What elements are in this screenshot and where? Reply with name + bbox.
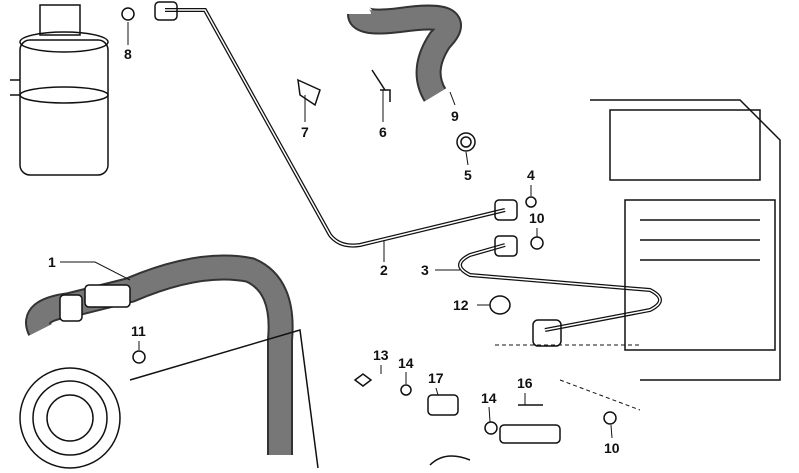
callout-4: 4 xyxy=(526,167,536,183)
callout-3: 3 xyxy=(420,262,430,278)
callout-6: 6 xyxy=(378,124,388,140)
receiver-drier xyxy=(10,4,109,176)
pipe-3 xyxy=(458,243,662,332)
callout-12: 12 xyxy=(452,297,470,313)
callout-10: 10 xyxy=(528,210,546,226)
callout-9: 9 xyxy=(450,108,460,124)
callout-5: 5 xyxy=(463,167,473,183)
callout-14: 14 xyxy=(480,390,498,406)
callout-2: 2 xyxy=(379,262,389,278)
pipe-2 xyxy=(165,8,506,248)
callout-7: 7 xyxy=(300,124,310,140)
callout-16: 16 xyxy=(516,375,534,391)
callout-11: 11 xyxy=(130,323,147,339)
callout-1: 1 xyxy=(47,254,57,270)
callout-13: 13 xyxy=(372,347,390,363)
callout-14: 14 xyxy=(397,355,415,371)
callout-8: 8 xyxy=(123,46,133,62)
compressor xyxy=(19,329,319,469)
evaporator-housing xyxy=(590,99,781,381)
callout-10: 10 xyxy=(603,440,621,456)
callout-17: 17 xyxy=(427,370,445,386)
